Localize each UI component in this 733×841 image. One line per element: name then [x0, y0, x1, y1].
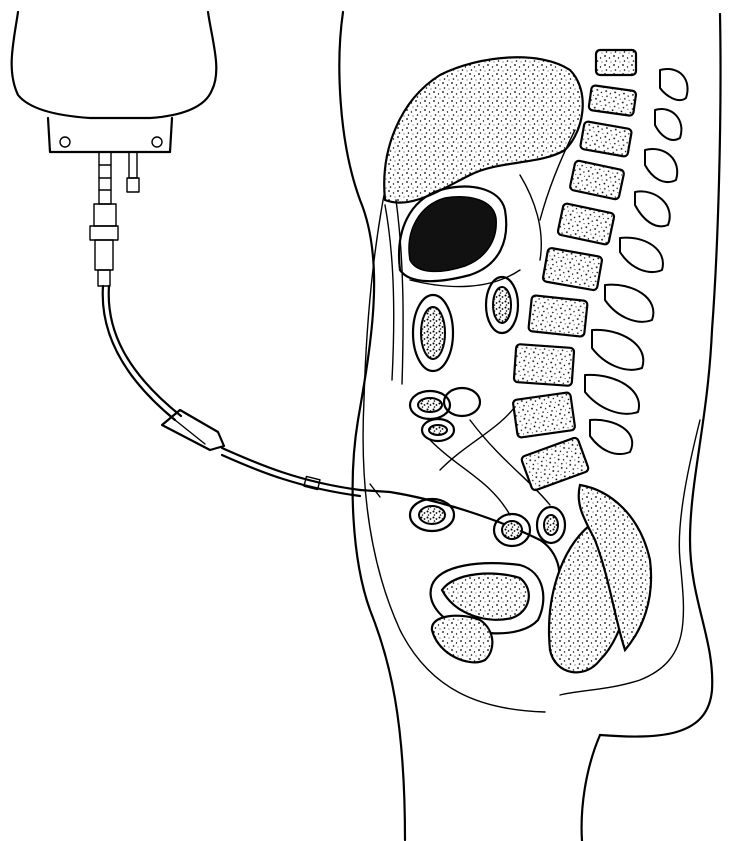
body-sagittal-section-icon [339, 12, 720, 841]
catheter-tube-icon [103, 286, 559, 580]
drainage-bag-icon [12, 12, 217, 286]
